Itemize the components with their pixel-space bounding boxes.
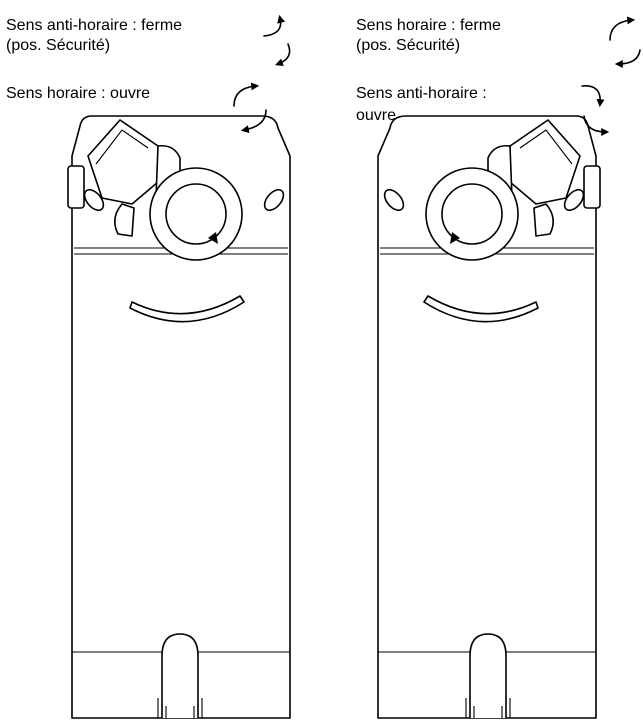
left-open-label: Sens horaire : ouvre (6, 85, 151, 102)
right-actuator (377, 115, 601, 719)
clockwise-arrow-icon (233, 82, 267, 134)
clockwise-arrow-icon (609, 16, 641, 68)
right-close-label-line1: Sens horaire : ferme (356, 17, 501, 34)
right-open-label-line2: ouvre (356, 107, 397, 124)
counterclockwise-arrow-icon (581, 85, 610, 136)
left-actuator (67, 115, 291, 719)
right-open-label-line1: Sens anti-horaire : (356, 85, 487, 102)
left-close-label-line1: Sens anti-horaire : ferme (6, 17, 183, 34)
right-close-label-line2: (pos. Sécurité) (356, 37, 461, 54)
counterclockwise-arrow-icon (263, 14, 291, 67)
left-close-label-line2: (pos. Sécurité) (6, 37, 111, 54)
